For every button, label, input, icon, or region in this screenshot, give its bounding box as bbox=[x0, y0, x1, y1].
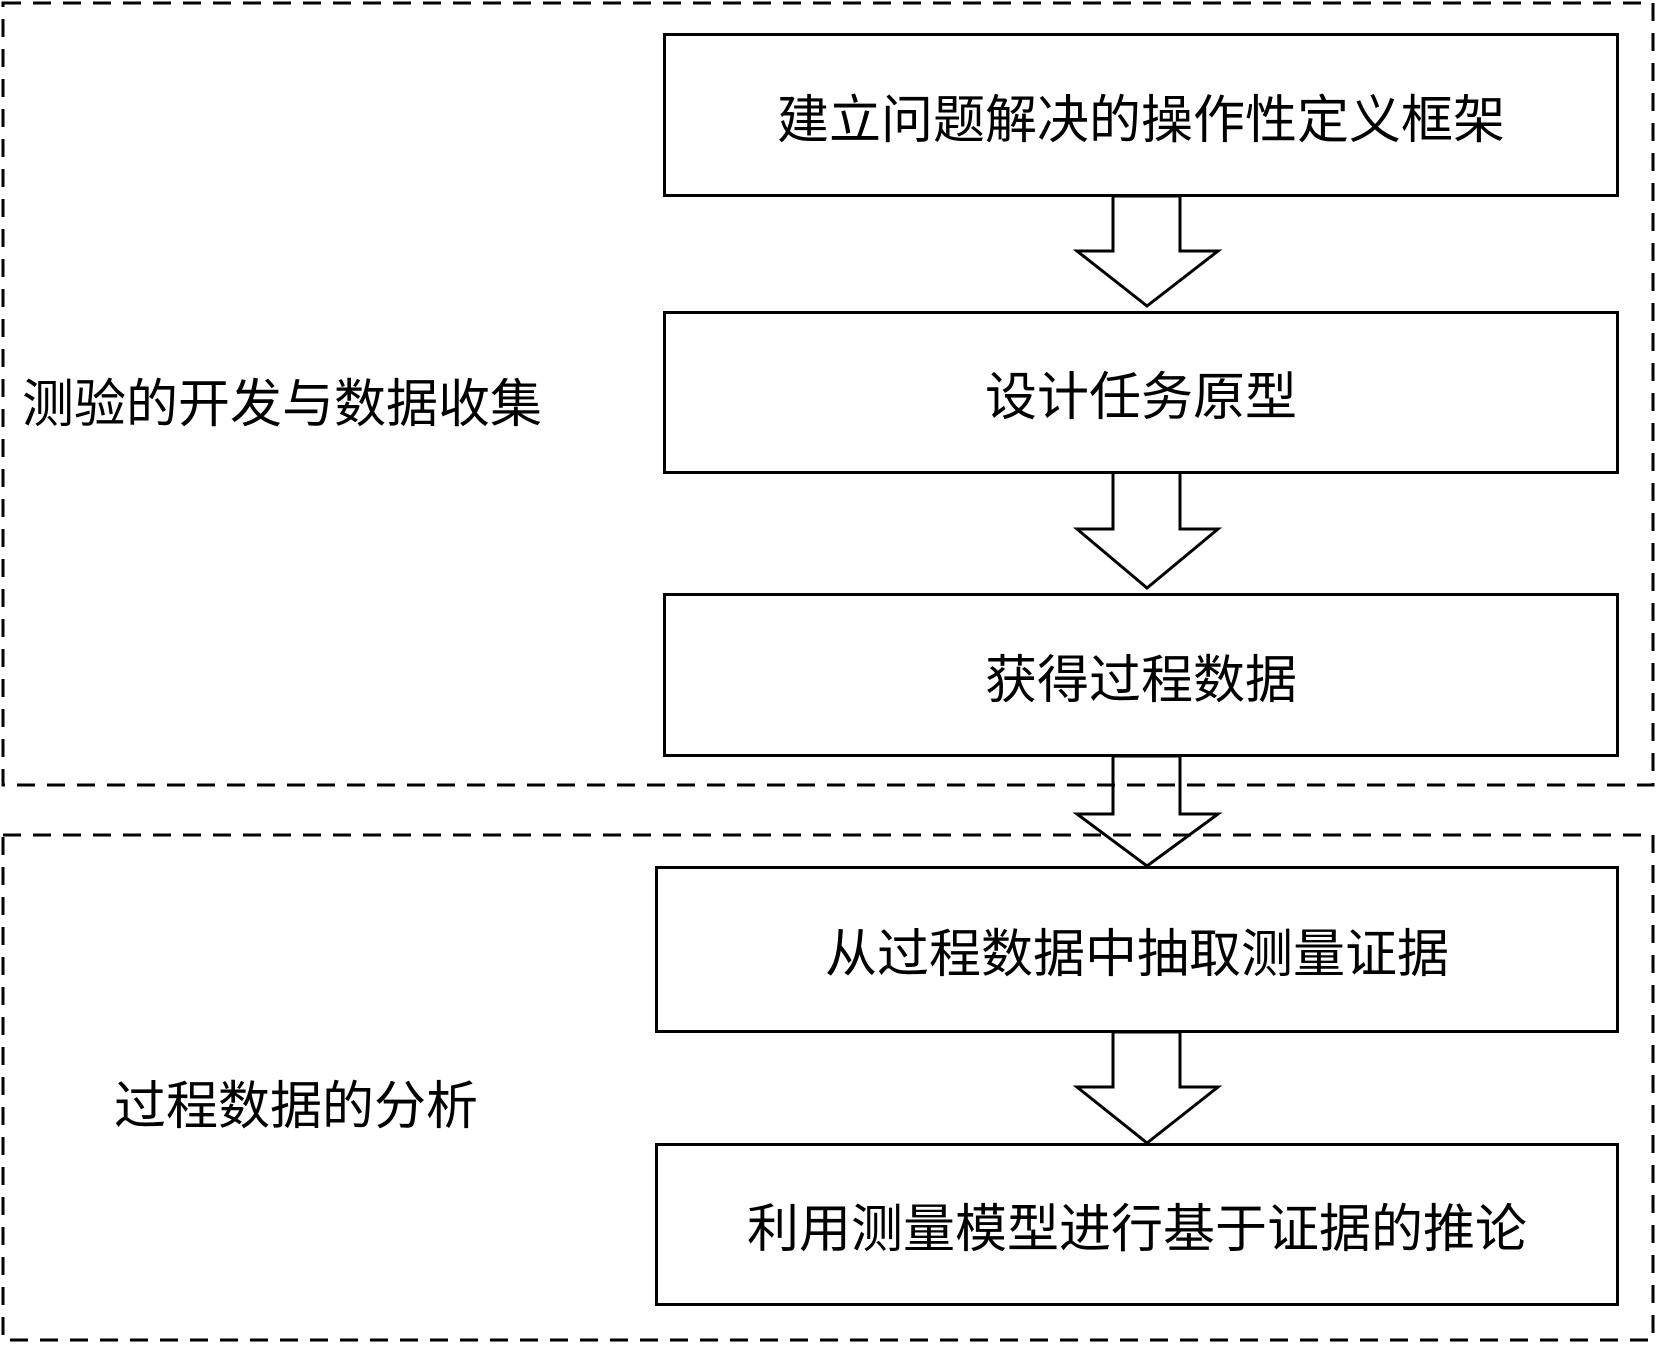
step-text: 设计任务原型 bbox=[984, 368, 1297, 428]
step-text: 从过程数据中抽取测量证据 bbox=[824, 925, 1449, 985]
group-region-process-data-analysis bbox=[1, 833, 1655, 1342]
step-box-evidence-inference: 利用测量模型进行基于证据的推论 bbox=[655, 1143, 1619, 1306]
step-text: 建立问题解决的操作性定义框架 bbox=[776, 90, 1505, 151]
step-box-design-task-prototype: 设计任务原型 bbox=[663, 311, 1619, 474]
arrow-down-icon bbox=[1072, 194, 1223, 308]
step-box-extract-evidence: 从过程数据中抽取测量证据 bbox=[655, 866, 1619, 1033]
group-region-test-development bbox=[1, 1, 1655, 787]
arrow-down-icon bbox=[1072, 470, 1223, 590]
group-label-process-data-analysis: 过程数据的分析 bbox=[114, 1077, 479, 1137]
arrow-down-icon bbox=[1072, 754, 1223, 868]
arrow-down-icon bbox=[1072, 1030, 1223, 1145]
step-text: 获得过程数据 bbox=[984, 650, 1297, 711]
step-text: 利用测量模型进行基于证据的推论 bbox=[746, 1200, 1527, 1260]
step-box-define-framework: 建立问题解决的操作性定义框架 bbox=[663, 33, 1619, 197]
step-box-obtain-process-data: 获得过程数据 bbox=[663, 593, 1619, 757]
group-label-test-development: 测验的开发与数据收集 bbox=[22, 375, 543, 435]
